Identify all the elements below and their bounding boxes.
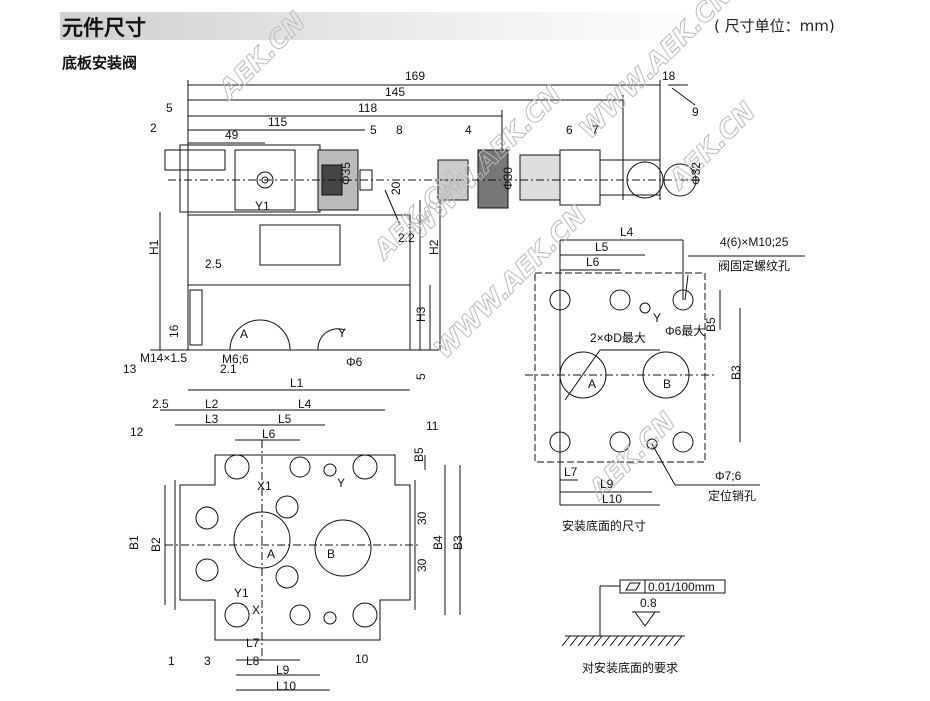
- top-view-label: 16: [167, 324, 181, 338]
- top-view-label: Φ32: [689, 162, 703, 185]
- top-view-label: H2: [427, 239, 441, 255]
- top-view-label: 2.5: [205, 257, 222, 271]
- bottom-view-label: L10: [276, 679, 296, 693]
- top-view-label: 118: [358, 101, 377, 115]
- top-view-label: Φ6: [346, 355, 363, 369]
- top-view-label: Y: [338, 326, 346, 340]
- top-view-label: Φ35: [339, 162, 353, 185]
- section-subtitle: 底板安装阀: [62, 54, 138, 72]
- bottom-view-label: B5: [412, 447, 426, 462]
- mounting-face-label: 安装底面的尺寸: [562, 518, 646, 533]
- bottom-view-label: A: [267, 547, 275, 561]
- bottom-view-label: 1: [168, 654, 175, 668]
- mounting-face-label: B: [663, 377, 671, 391]
- top-view-label: M6;6: [222, 352, 249, 366]
- top-view-label: 7: [592, 123, 599, 137]
- top-view-label: 20: [389, 181, 403, 195]
- mounting-face-label: Φ6最大: [665, 324, 705, 338]
- watermark: AEK.CN: [662, 97, 762, 197]
- mounting-face-label: B3: [729, 365, 743, 380]
- mounting-face-label: L6: [586, 255, 600, 269]
- top-view-label: 9: [692, 105, 699, 119]
- bottom-view-label: B3: [451, 535, 465, 550]
- bottom-view-label: L7: [246, 636, 260, 650]
- mounting-face-label: L4: [620, 225, 634, 239]
- bottom-view-label: 30: [415, 558, 429, 572]
- mounting-face-label: L9: [600, 477, 614, 491]
- mounting-face-label: L7: [564, 465, 578, 479]
- watermark: AEK.CN: [582, 407, 682, 507]
- bottom-view-label: 12: [130, 425, 144, 439]
- top-view-label: 145: [385, 85, 405, 99]
- mounting-face-label: L10: [602, 492, 622, 506]
- top-view-label: Φ30: [501, 167, 515, 190]
- bottom-view-label: L3: [205, 412, 219, 426]
- watermark: WWW.AEK.CN: [429, 200, 594, 365]
- bottom-view-label: X1: [257, 479, 272, 493]
- bottom-view-label: B1: [127, 535, 141, 550]
- top-view-label: H3: [414, 306, 428, 322]
- drawing-lines: [150, 80, 805, 691]
- flatness-label: 0.8: [640, 596, 657, 610]
- bottom-view-label: 10: [355, 652, 369, 666]
- top-view-label: M14×1.5: [140, 351, 187, 365]
- top-view-label: 8: [396, 123, 403, 137]
- top-view-label: H1: [147, 239, 161, 255]
- watermark: AEK.CN: [212, 7, 312, 107]
- top-view-label: 2.1: [220, 362, 237, 376]
- mounting-face-label: L5: [595, 240, 609, 254]
- bottom-view-label: B: [327, 547, 335, 561]
- top-view-label: 6: [566, 123, 573, 137]
- flatness-label: 0.01/100mm: [648, 580, 715, 594]
- top-view-label: 115: [268, 115, 287, 129]
- top-view-label: Y1: [255, 199, 270, 213]
- top-view-label: 5: [414, 373, 428, 380]
- top-view-label: 49: [225, 128, 239, 142]
- top-view-label: 2.2: [398, 231, 415, 245]
- top-view-label: 169: [405, 69, 425, 83]
- mounting-face-label: B5: [704, 317, 718, 332]
- bottom-view-label: L9: [276, 663, 290, 677]
- bottom-view-label: Y: [337, 476, 345, 490]
- mounting-face-label: 4(6)×M10;25: [720, 235, 789, 249]
- top-view-label: 18: [662, 69, 676, 83]
- flatness-label: 对安装底面的要求: [582, 660, 678, 675]
- top-view-label: 2: [150, 121, 157, 135]
- bottom-view-label: L4: [298, 397, 312, 411]
- page-title: 元件尺寸: [62, 16, 146, 40]
- bottom-view-label: B2: [149, 537, 163, 552]
- ground-hatch: [561, 635, 683, 647]
- top-view-label: 5: [370, 123, 377, 137]
- bottom-view-label: L2: [205, 397, 219, 411]
- bottom-view-label: L5: [278, 412, 292, 426]
- mounting-face-label: Φ7;6: [715, 469, 742, 483]
- mounting-face-label: 阀固定螺纹孔: [718, 258, 790, 273]
- bottom-view-label: L6: [262, 427, 276, 441]
- bottom-view-label: X: [252, 603, 260, 617]
- bottom-view-label: 11: [426, 419, 439, 433]
- mounting-face-label: 2×ΦD最大: [590, 331, 646, 345]
- top-view-label: A: [240, 327, 248, 341]
- top-view-label: 13: [123, 362, 137, 376]
- unit-note: ( 尺寸单位：mm): [714, 17, 835, 35]
- bottom-view-label: L8: [246, 654, 260, 668]
- bottom-view-label: 2.5: [152, 397, 169, 411]
- bottom-view-label: B4: [431, 535, 445, 550]
- mounting-face-label: A: [588, 377, 596, 391]
- bottom-view-label: 30: [415, 511, 429, 525]
- top-view-label: 5: [166, 101, 173, 115]
- header-bar: [60, 12, 720, 40]
- top-view-label: 4: [465, 123, 472, 137]
- bottom-view-label: L1: [290, 376, 304, 390]
- mounting-face-label: Y: [653, 311, 661, 325]
- watermark-layer: AEK.CNWWW.AEK.CNWWW.AEK.CNAEK.CNWWW.AEK.…: [212, 0, 763, 507]
- mounting-face-label: 定位销孔: [708, 488, 756, 503]
- bottom-view-label: 3: [204, 654, 211, 668]
- bottom-view-label: Y1: [234, 586, 249, 600]
